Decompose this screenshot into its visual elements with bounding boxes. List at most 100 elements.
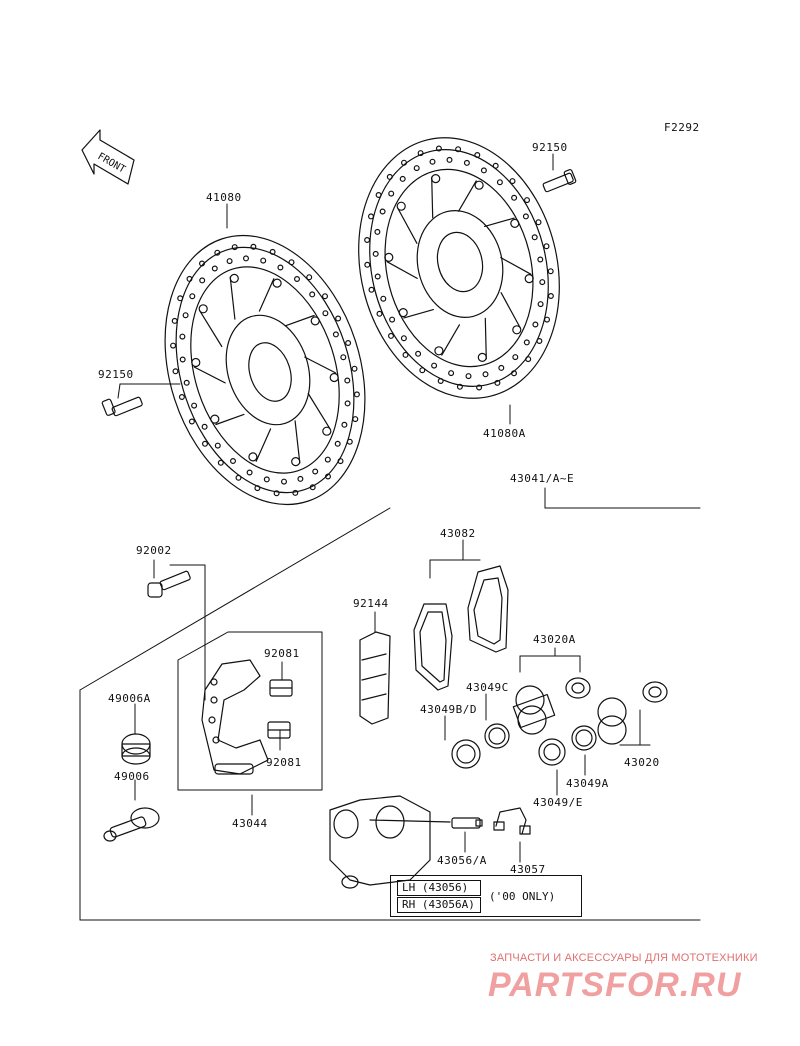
vent-hole	[429, 158, 436, 165]
disc-spoke	[386, 261, 418, 279]
vent-hole	[372, 250, 379, 257]
vent-hole	[531, 234, 538, 241]
piston-cup-43020	[642, 681, 668, 703]
vent-hole	[170, 342, 177, 349]
legend-lh: LH (43056)	[397, 880, 481, 896]
disc-button	[329, 372, 339, 383]
vent-hole	[269, 248, 276, 255]
part-label-43082: 43082	[440, 527, 476, 540]
part-label-92150-left: 92150	[98, 368, 134, 381]
disc-spoke	[397, 207, 418, 244]
caliper-body	[329, 795, 451, 889]
piston-43020a	[512, 685, 556, 735]
vent-hole	[522, 213, 529, 220]
disc-spoke	[258, 278, 275, 312]
clip-92081-bottom	[267, 721, 291, 739]
vent-hole	[351, 365, 358, 372]
caliper-frame-lines	[79, 507, 701, 921]
vent-hole	[309, 484, 316, 491]
vent-hole	[512, 354, 519, 361]
vent-hole	[217, 459, 224, 466]
vent-hole	[547, 293, 554, 300]
vent-hole	[537, 301, 544, 308]
bleeder-valve-43056a	[451, 817, 483, 829]
bolt-92150-top	[542, 169, 577, 193]
disc-button	[191, 357, 201, 368]
vent-hole	[334, 440, 341, 447]
disc-spoke	[304, 356, 337, 374]
piston-43020	[597, 697, 627, 745]
legend-rh: RH (43056A)	[397, 897, 481, 913]
vent-hole	[297, 475, 304, 482]
vent-hole	[182, 312, 189, 319]
vent-hole	[312, 468, 319, 475]
vent-hole	[417, 150, 424, 157]
vent-hole	[179, 333, 186, 340]
seal-43049a	[571, 725, 597, 751]
vent-hole	[352, 416, 359, 423]
vent-hole	[250, 243, 257, 250]
disc-spoke	[431, 176, 434, 219]
vent-hole	[188, 418, 195, 425]
vent-hole	[374, 228, 381, 235]
vent-hole	[346, 438, 353, 445]
disc-button	[434, 346, 444, 356]
part-label-43049a: 43049A	[566, 777, 609, 790]
front-arrow-icon: FRONT	[81, 129, 135, 185]
vent-hole	[536, 338, 543, 345]
disc-button	[198, 304, 208, 314]
figure-code: F2292	[664, 121, 700, 134]
vent-hole	[511, 194, 518, 201]
bolt-92002	[147, 570, 191, 598]
vent-hole	[448, 370, 455, 377]
disc-spoke	[403, 309, 434, 319]
part-label-43044: 43044	[232, 817, 268, 830]
part-label-49006a: 49006A	[108, 692, 151, 705]
vent-hole	[337, 458, 344, 465]
vent-hole	[364, 237, 371, 244]
vent-hole	[376, 310, 383, 317]
vent-hole	[189, 293, 196, 300]
vent-hole	[539, 279, 546, 286]
part-label-92150-top: 92150	[532, 141, 568, 154]
part-label-43020a: 43020A	[533, 633, 576, 646]
disc-button	[477, 352, 487, 362]
vent-hole	[211, 265, 218, 272]
watermark-tagline: ЗАПЧАСТИ И АКСЕССУАРЫ ДЛЯ МОТОТЕХНИКИ	[490, 952, 758, 964]
disc-spoke	[484, 217, 515, 227]
vent-hole	[199, 260, 206, 267]
vent-hole	[523, 197, 530, 204]
vent-hole	[235, 474, 242, 481]
disc-button	[510, 218, 520, 228]
watermark-logo: PARTSFOR.RU	[488, 966, 742, 1004]
vent-hole	[465, 373, 472, 380]
vent-hole	[400, 335, 407, 342]
vent-hole	[353, 391, 360, 398]
slide-pin-49006	[103, 807, 160, 842]
vent-hole	[494, 379, 501, 386]
vent-hole	[547, 268, 554, 275]
disc-vent-holes	[364, 145, 554, 391]
vent-hole	[243, 255, 250, 262]
part-label-43056a: 43056/A	[437, 854, 487, 867]
variant-legend: LH (43056) RH (43056A) ('00 ONLY)	[390, 875, 582, 917]
vent-hole	[388, 190, 395, 197]
vent-hole	[344, 400, 351, 407]
part-label-43057: 43057	[510, 863, 546, 876]
vent-hole	[263, 476, 270, 483]
disc-spoke	[500, 292, 522, 329]
vent-hole	[332, 331, 339, 338]
caliper-bracket-43044	[201, 659, 269, 775]
brake-disc-left	[164, 234, 366, 506]
vent-hole	[386, 173, 393, 180]
vent-hole	[374, 273, 381, 280]
vent-hole	[368, 286, 375, 293]
vent-hole	[325, 473, 332, 480]
vent-hole	[525, 356, 532, 363]
disc-spoke	[229, 276, 236, 320]
part-label-41080a: 41080A	[483, 427, 526, 440]
part-label-49006: 49006	[114, 770, 150, 783]
vent-hole	[344, 377, 351, 384]
disc-button	[512, 325, 522, 335]
